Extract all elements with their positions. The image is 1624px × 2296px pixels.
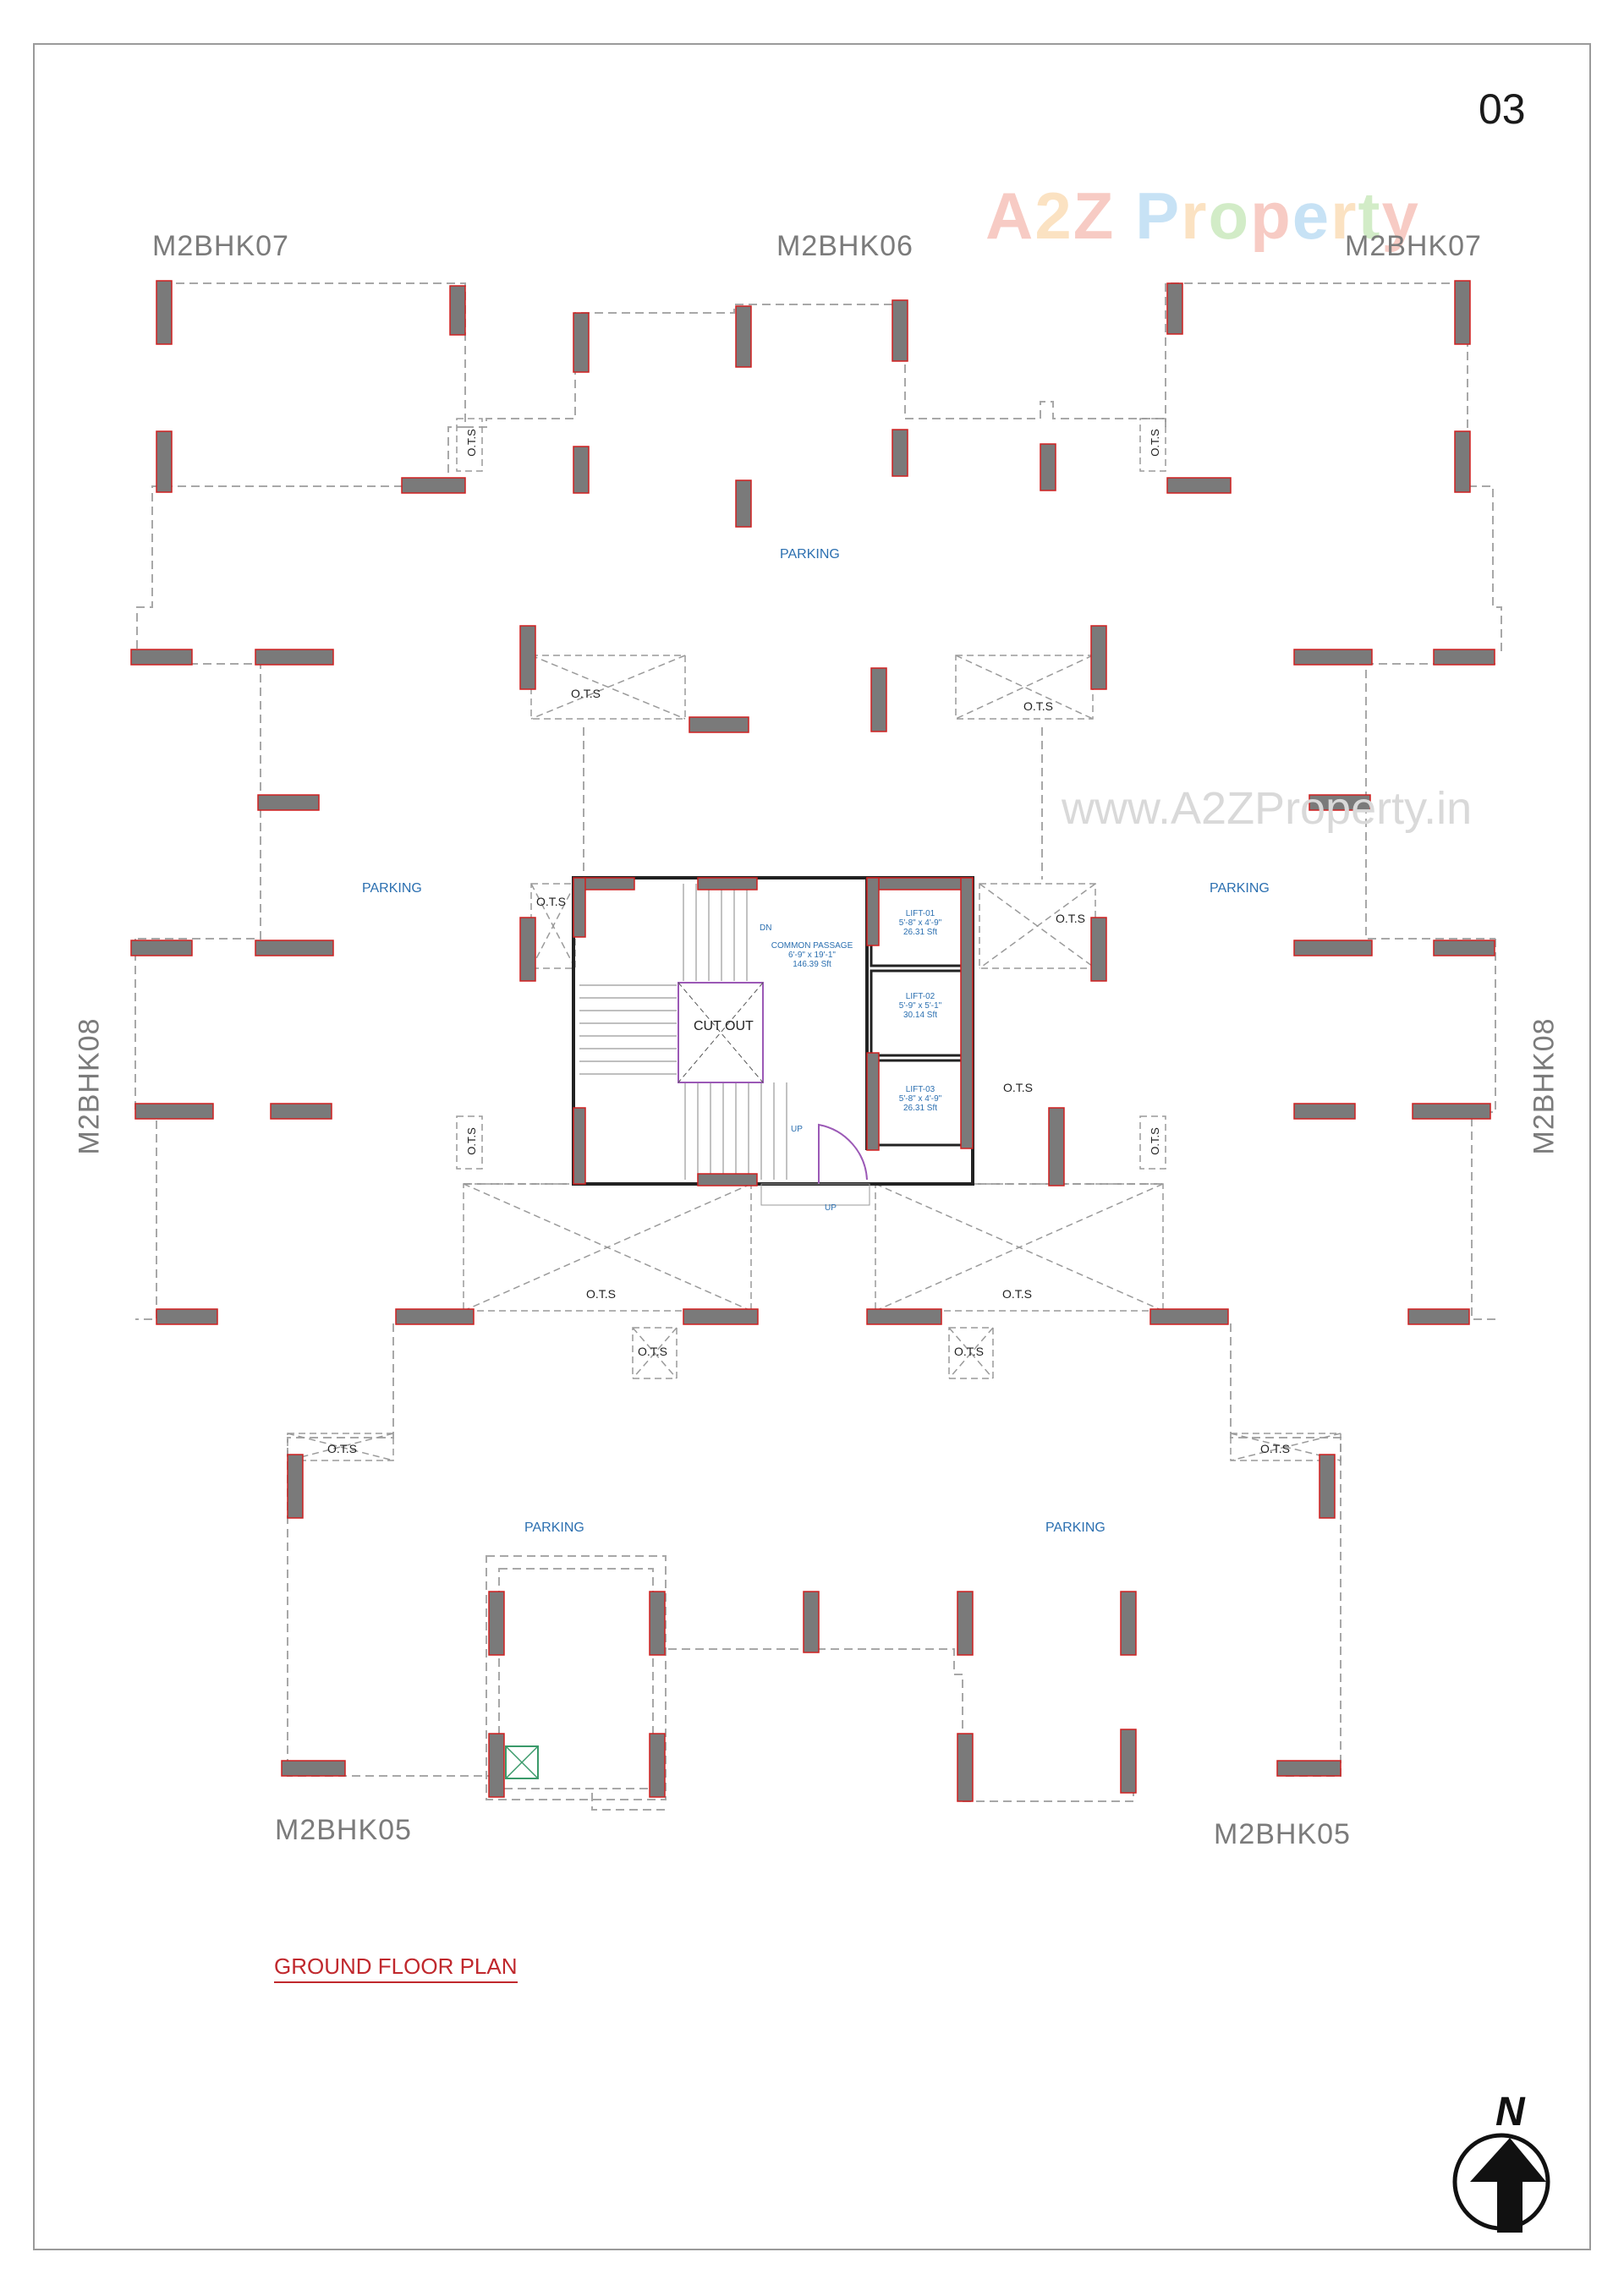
watermark-logo-letter: o xyxy=(1208,178,1251,253)
lift-02-info: LIFT-02 5'-9" x 5'-1" 30.14 Sft xyxy=(878,992,963,1020)
stair-down-label: DN xyxy=(760,923,772,933)
lift-02-area: 30.14 Sft xyxy=(903,1011,938,1020)
watermark-logo-letter: t xyxy=(1358,178,1382,253)
lift-03-area: 26.31 Sft xyxy=(903,1104,938,1113)
common-passage-name: COMMON PASSAGE xyxy=(771,941,853,951)
lift-01-info: LIFT-01 5'-8" x 4'-9" 26.31 Sft xyxy=(878,909,963,937)
ots-label: O.T.S xyxy=(1260,1442,1291,1455)
core-block xyxy=(572,876,974,1206)
lift-03-info: LIFT-03 5'-8" x 4'-9" 26.31 Sft xyxy=(878,1085,963,1113)
ots-label: O.T.S xyxy=(1056,912,1086,925)
ots-label: O.T.S xyxy=(954,1345,985,1358)
watermark-logo: A2Z Property xyxy=(985,178,1420,255)
watermark-logo-letter: r xyxy=(1330,178,1358,253)
sheet-border xyxy=(33,43,1591,2250)
watermark-logo-letter xyxy=(1115,178,1135,253)
unit-outlines xyxy=(134,282,1502,1811)
structural-columns xyxy=(130,280,1495,1802)
parking-label-bottom-right: PARKING xyxy=(1045,1521,1106,1535)
ots-label: O.T.S xyxy=(1148,429,1161,457)
unit-label-right: M2BHK08 xyxy=(1528,1017,1561,1155)
ots-label: O.T.S xyxy=(1002,1287,1033,1301)
unit-label-bottom-left: M2BHK05 xyxy=(275,1814,412,1846)
watermark-logo-letter: p xyxy=(1250,178,1292,253)
unit-label-left: M2BHK08 xyxy=(73,1017,106,1155)
unit-label-bottom-right: M2BHK05 xyxy=(1214,1818,1351,1850)
lift-02-dims: 5'-9" x 5'-1" xyxy=(898,1001,942,1011)
cut-out-label: CUT OUT xyxy=(694,1019,754,1033)
ots-label: O.T.S xyxy=(571,687,601,700)
lift-02-name: LIFT-02 xyxy=(905,992,935,1001)
parking-label-right: PARKING xyxy=(1210,881,1270,896)
unit-label-top-center: M2BHK06 xyxy=(776,230,914,262)
watermark-logo-letter: y xyxy=(1381,178,1420,253)
lift-01-dims: 5'-8" x 4'-9" xyxy=(898,918,942,928)
ots-label: O.T.S xyxy=(1003,1081,1034,1094)
watermark-logo-letter: Z xyxy=(1073,178,1116,253)
ots-label: O.T.S xyxy=(638,1345,668,1358)
north-arrow-icon xyxy=(1452,2133,1550,2233)
lift-marker xyxy=(505,1745,539,1779)
ots-label: O.T.S xyxy=(586,1287,617,1301)
watermark-logo-letter: r xyxy=(1181,178,1209,253)
ots-label: O.T.S xyxy=(536,895,567,908)
lift-01-name: LIFT-01 xyxy=(905,909,935,918)
lift-03-dims: 5'-8" x 4'-9" xyxy=(898,1094,942,1104)
watermark-logo-letter: A xyxy=(985,178,1035,253)
ots-label: O.T.S xyxy=(1023,699,1054,713)
entry-up-label: UP xyxy=(825,1203,837,1213)
common-passage-area: 146.39 Sft xyxy=(793,960,831,969)
stair-up-label: UP xyxy=(791,1125,803,1134)
unit-label-top-left: M2BHK07 xyxy=(152,230,289,262)
common-passage-dims: 6'-9" x 19'-1" xyxy=(788,951,836,960)
ots-label: O.T.S xyxy=(1148,1127,1161,1155)
lift-01-area: 26.31 Sft xyxy=(903,928,938,937)
lift-03-name: LIFT-03 xyxy=(905,1085,935,1094)
watermark-logo-letter: 2 xyxy=(1034,178,1073,253)
watermark-logo-letter: P xyxy=(1135,178,1182,253)
ots-label: O.T.S xyxy=(464,1127,478,1155)
parking-label-left: PARKING xyxy=(362,881,422,896)
page-number: 03 xyxy=(1479,85,1526,133)
ots-label: O.T.S xyxy=(464,429,478,457)
common-passage-info: COMMON PASSAGE 6'-9" x 19'-1" 146.39 Sft xyxy=(765,941,859,969)
watermark-logo-letter: e xyxy=(1292,178,1331,253)
ots-shafts xyxy=(287,418,1341,1461)
ots-label: O.T.S xyxy=(327,1442,358,1455)
parking-label-bottom-left: PARKING xyxy=(524,1521,584,1535)
north-label: N xyxy=(1495,2090,1525,2134)
watermark-url: www.A2ZProperty.in xyxy=(1062,783,1473,834)
unit-label-top-right: M2BHK07 xyxy=(1345,230,1482,262)
plan-title: GROUND FLOOR PLAN xyxy=(274,1954,518,1983)
parking-label-top: PARKING xyxy=(780,547,840,562)
